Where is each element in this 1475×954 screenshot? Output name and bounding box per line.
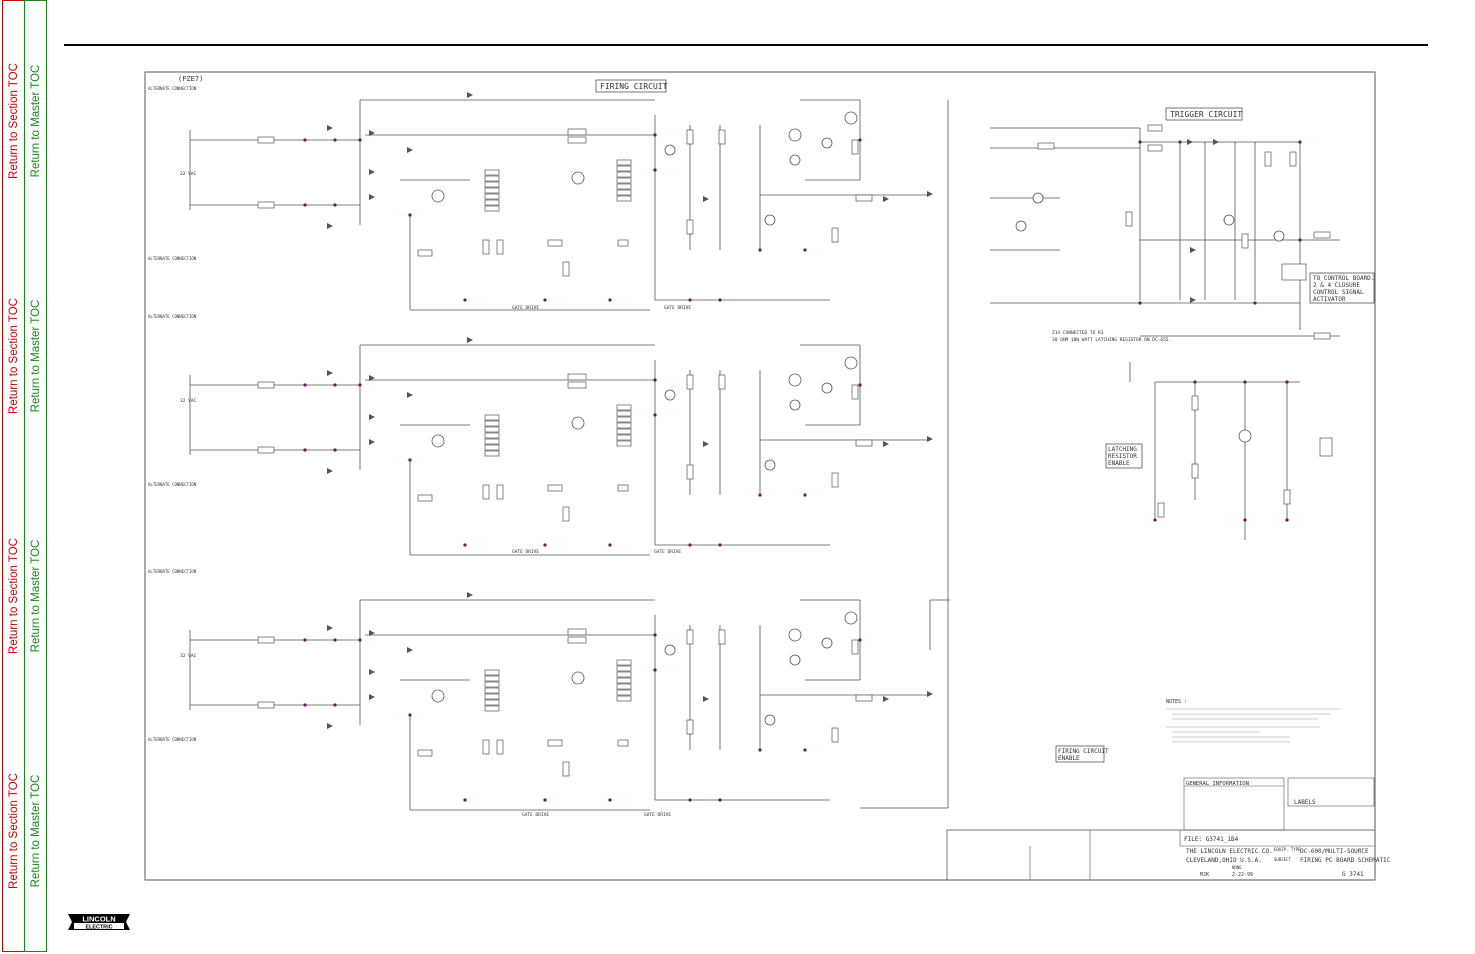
control-board-note-1: TO CONTROL BOARD. [1313, 275, 1374, 282]
control-board-note-2: 2 & 4 CLOSURE [1313, 282, 1360, 289]
toc-sidebar: Return to Section TOC Return to Section … [0, 0, 47, 952]
alt-connection-label: ALTERNATE CONNECTION [148, 314, 197, 319]
file-label: FILE: G3741_1B4 [1184, 836, 1239, 843]
equipment-type: DC-600/MULTI-SOURCE [1300, 848, 1369, 855]
gate-drive-label: GATE DRIVE [512, 305, 539, 311]
z4-note-1: Z14 CONNECTED TO R3 [1052, 330, 1104, 336]
logo-sub: ELECTRIC [86, 924, 113, 930]
labels-title: LABELS [1294, 799, 1316, 806]
control-board-note-4: ACTIVATOR [1313, 296, 1346, 303]
latching-enable-1: LATCHING [1108, 446, 1137, 453]
wiring [189, 99, 1340, 811]
trigger-circuit-box [1165, 107, 1243, 121]
subject-label: SUBJECT [1274, 857, 1291, 862]
alt-connection-label: ALTERNATE CONNECTION [148, 569, 197, 574]
notes-text-lines [1166, 708, 1340, 743]
drawing-date: 2-22-99 [1232, 872, 1253, 878]
alt-connection-label: ALTERNATE CONNECTION [148, 256, 197, 261]
control-board-note-3: CONTROL SIGNAL [1313, 289, 1364, 296]
subject-title: FIRING PC BOARD SCHEMATIC [1300, 857, 1391, 864]
gate-drive-label: GATE DRIVE [512, 549, 539, 555]
gate-drive-label: GATE DRIVE [664, 305, 691, 311]
notes-title: NOTES : [1166, 699, 1187, 705]
latching-enable-3: ENABLE [1108, 460, 1130, 467]
firing-circuit-title: FIRING CIRCUIT [600, 82, 668, 91]
gate-drive-label: GATE DRIVE [522, 812, 549, 818]
gate-drive-label: GATE DRIVE [654, 549, 681, 555]
firing-enable-1: FIRING CIRCUIT [1058, 748, 1109, 755]
vac-label: 32 VAC [180, 653, 197, 659]
company-city: CLEVELAND,OHIO U.S.A. [1186, 857, 1262, 864]
control-board-note-box [1309, 272, 1375, 304]
drawing-number: G 3741 [1342, 871, 1364, 878]
latching-enable-2: RESISTOR [1108, 453, 1137, 460]
z4-note-2: 30 OHM 10W WATT LATCHING RESISTOR ON DC-… [1052, 337, 1171, 343]
schematic-code: (FZE7) [178, 75, 203, 83]
title-block [946, 777, 1376, 881]
gate-drive-label: GATE DRIVE [644, 812, 671, 818]
vac-label: 32 VAC [180, 171, 197, 177]
alt-connection-label: ALTERNATE CONNECTION [148, 737, 197, 742]
firing-enable-2: ENABLE [1058, 755, 1080, 762]
alt-connection-label: ALTERNATE CONNECTION [148, 482, 197, 487]
drawing-scale: NONE [1232, 865, 1242, 870]
latching-enable-box [1105, 443, 1143, 469]
general-info-title: GENERAL INFORMATION [1186, 781, 1249, 787]
firing-enable-box [1055, 745, 1105, 763]
type-label: EQUIP. TYPE [1274, 847, 1301, 852]
alt-connection-label: ALTERNATE CONNECTION [148, 86, 197, 91]
logo-brand: LINCOLN [82, 914, 115, 923]
vac-label: 32 VAC [180, 398, 197, 404]
firing-circuit-box [595, 79, 667, 93]
master-toc-column: Return to Master TOC Return to Master TO… [24, 0, 47, 952]
components [257, 92, 1333, 802]
schematic-frame [144, 71, 1376, 881]
lincoln-electric-logo: LINCOLN ELECTRIC [68, 914, 130, 930]
company-name: THE LINCOLN ELECTRIC CO. [1186, 848, 1273, 855]
trigger-circuit-title: TRIGGER CIRCUIT [1170, 110, 1242, 119]
drafter: MJK [1200, 872, 1209, 878]
header-rule [64, 44, 1428, 46]
